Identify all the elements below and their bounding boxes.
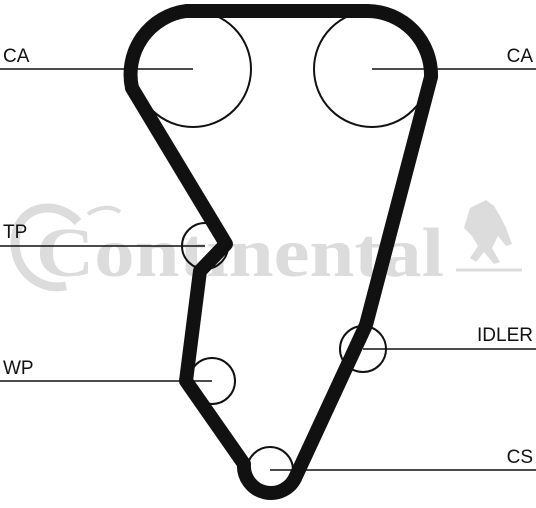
label-ca-right: CA [507, 46, 534, 67]
label-wp: WP [3, 358, 34, 379]
label-ca-left: CA [3, 46, 30, 67]
label-idler: IDLER [477, 325, 533, 346]
horse-logo-icon [456, 200, 522, 272]
label-cs: CS [507, 447, 533, 468]
watermark-swirl [10, 203, 122, 292]
continental-watermark: Continental [10, 200, 522, 292]
label-tp: TP [3, 222, 27, 243]
